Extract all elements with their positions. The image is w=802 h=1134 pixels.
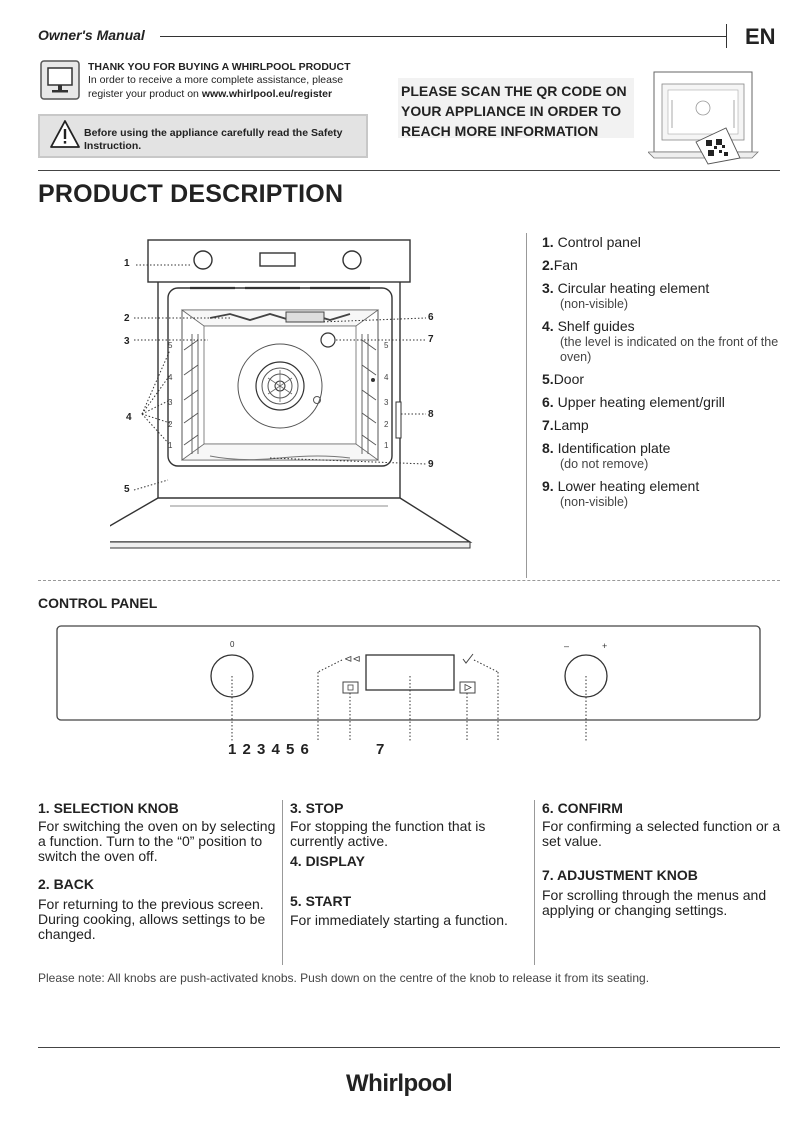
oven-diagram: 1 2 3 4 5 6 7 8 9 5 4 3 2 1 5 4 3 2 1	[110, 239, 473, 549]
monitor-icon	[40, 60, 80, 100]
stop-title: 3. STOP	[290, 800, 344, 816]
part-item: 9. Lower heating element(non-visible)	[542, 478, 700, 509]
stop-text: For stopping the function that is curren…	[290, 818, 486, 849]
section-rule	[38, 580, 780, 581]
selection-knob-title: 1. SELECTION KNOB	[38, 800, 179, 816]
shelf-level: 2	[168, 420, 173, 429]
control-panel-diagram: 0 ⊲⊲ – +	[56, 625, 761, 742]
confirm-text: For confirming a selected function or a …	[542, 818, 781, 849]
control-panel-number-7: 7	[376, 741, 385, 758]
knob-plus-mark: +	[602, 641, 607, 651]
callout-number: 1	[124, 258, 130, 269]
parts-list: 1. Control panel 2.Fan 3. Circular heati…	[542, 234, 792, 516]
part-item: 2.Fan	[542, 257, 578, 273]
part-item: 5.Door	[542, 371, 585, 387]
callout-number: 2	[124, 313, 130, 324]
shelf-level: 5	[384, 341, 389, 350]
start-title: 5. START	[290, 893, 352, 909]
push-knob-note: Please note: All knobs are push-activate…	[38, 971, 650, 985]
shelf-level: 3	[384, 398, 389, 407]
column-divider	[526, 233, 527, 578]
knob-minus-mark: –	[564, 641, 569, 651]
display-screen	[365, 654, 455, 691]
part-item: 3. Circular heating element(non-visible)	[542, 280, 710, 311]
header-rule	[160, 36, 726, 37]
warning-icon	[50, 120, 80, 148]
language-code: EN	[745, 24, 776, 49]
thank-you-title: THANK YOU FOR BUYING A WHIRLPOOL PRODUCT	[88, 61, 351, 73]
part-item: 6. Upper heating element/grill	[542, 394, 725, 410]
knob-zero-mark: 0	[230, 640, 235, 649]
whirlpool-logo: Whirlpool	[346, 1070, 453, 1097]
shelf-level: 1	[384, 441, 389, 450]
control-desc-column-2: 3. STOP For stopping the function that i…	[290, 800, 526, 928]
register-link[interactable]: www.whirlpool.eu/register	[201, 87, 333, 100]
column-divider	[282, 800, 283, 965]
confirm-title: 6. CONFIRM	[542, 800, 623, 816]
control-panel-title: CONTROL PANEL	[38, 595, 158, 611]
callout-number: 9	[428, 459, 434, 470]
start-button	[459, 681, 476, 694]
part-item: 7.Lamp	[542, 417, 589, 433]
callout-number: 4	[126, 412, 132, 423]
register-text: In order to receive a more complete assi…	[88, 74, 344, 100]
part-item: 4. Shelf guides(the level is indicated o…	[542, 318, 779, 364]
stop-button	[342, 681, 359, 694]
shelf-level: 3	[168, 398, 173, 407]
shelf-level: 5	[168, 341, 173, 350]
start-text: For immediately starting a function.	[290, 912, 508, 928]
adjustment-knob-text: For scrolling through the menus and appl…	[542, 887, 767, 918]
oven-qr-illustration	[648, 71, 759, 165]
back-text: For returning to the previous screen.	[38, 896, 264, 912]
column-divider	[534, 800, 535, 965]
shelf-level: 4	[168, 373, 173, 382]
confirm-icon	[462, 653, 474, 664]
callout-number: 3	[124, 336, 130, 347]
control-desc-column-1: 1. SELECTION KNOB For switching the oven…	[38, 800, 276, 942]
shelf-level: 4	[384, 373, 389, 382]
control-panel-numbers: 1 2 3 4 5 6	[228, 741, 310, 758]
callout-number: 7	[428, 334, 434, 345]
product-description-title: PRODUCT DESCRIPTION	[38, 180, 344, 208]
qr-info-box	[398, 78, 634, 138]
shelf-level: 1	[168, 441, 173, 450]
back-icon: ⊲⊲	[344, 654, 361, 665]
callout-number: 6	[428, 312, 434, 323]
back-text-2: During cooking, allows settings to be ch…	[38, 911, 266, 942]
callout-number: 8	[428, 409, 434, 420]
back-title: 2. BACK	[38, 876, 95, 892]
safety-warning-text: Before using the appliance carefully rea…	[84, 127, 343, 152]
display-title: 4. DISPLAY	[290, 853, 365, 869]
manual-title: Owner's Manual	[38, 27, 145, 43]
control-desc-column-3: 6. CONFIRM For confirming a selected fun…	[542, 800, 787, 918]
safety-warning-box	[38, 114, 368, 158]
callout-number: 5	[124, 484, 130, 495]
section-rule	[38, 170, 780, 171]
adjustment-knob-title: 7. ADJUSTMENT KNOB	[542, 867, 698, 883]
qr-info-text: PLEASE SCAN THE QR CODE ON YOUR APPLIANC…	[401, 83, 627, 139]
selection-knob-text: For switching the oven on by selecting a…	[38, 818, 276, 864]
shelf-level: 2	[384, 420, 389, 429]
footer-rule	[38, 1047, 780, 1048]
part-item: 8. Identification plate(do not remove)	[542, 440, 671, 471]
part-item: 1. Control panel	[542, 234, 641, 250]
header-divider	[726, 24, 727, 48]
